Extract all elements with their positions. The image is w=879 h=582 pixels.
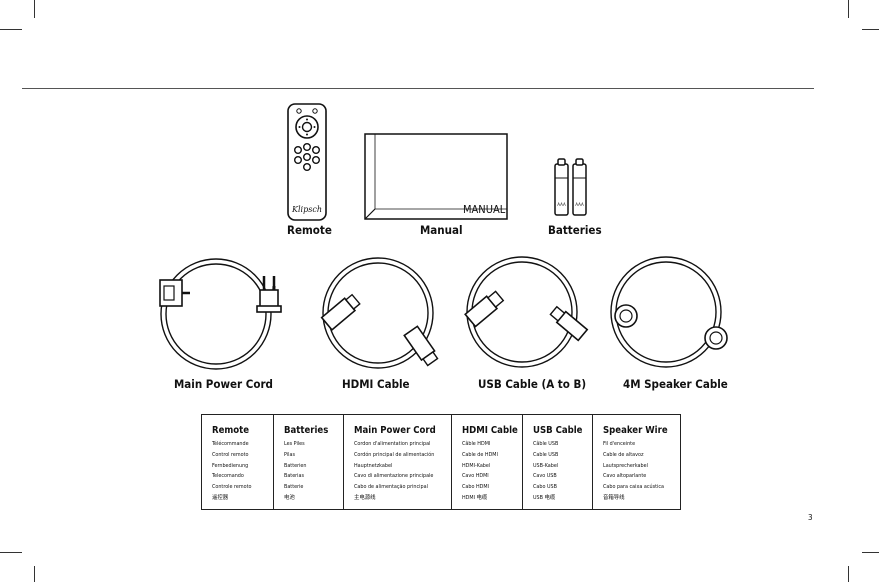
translation-item: Hauptnetzkabel — [354, 462, 393, 469]
header-rule — [22, 88, 814, 89]
translation-item: Cavo di alimentazione principale — [354, 473, 434, 480]
table-column-hdmi-cable: HDMI Cable Câble HDMI Cable de HDMI HDMI… — [452, 415, 523, 509]
translation-item: 音箱导线 — [603, 494, 625, 501]
column-title: Remote — [212, 425, 250, 436]
translation-item: Cable USB — [533, 451, 559, 458]
translation-item: Cavo altoparlante — [603, 473, 647, 480]
translation-table: Remote Télécommande Control remoto Fernb… — [201, 414, 681, 510]
translation-item: 遥控器 — [212, 494, 229, 501]
hdmi-cable-illustration — [320, 257, 439, 369]
translation-item: Batterie — [284, 484, 304, 491]
translation-item: Télécommande — [212, 441, 249, 447]
speaker-cable-illustration — [610, 256, 728, 368]
translation-item: Cabo de alimentação principal — [354, 484, 428, 491]
translation-item: Cordón principal de alimentación — [354, 451, 435, 458]
column-title: Batteries — [284, 425, 329, 436]
crop-mark-bottom-right-v — [848, 566, 849, 582]
translation-item: Batterien — [284, 462, 307, 469]
translation-item: USB 电缆 — [533, 494, 556, 501]
translation-item: Cable de HDMI — [462, 451, 498, 458]
translation-item: Cabo USB — [533, 484, 557, 491]
translation-item: 电池 — [284, 494, 295, 501]
translation-item: Controle remoto — [212, 484, 252, 491]
crop-mark-bottom-left-h — [0, 552, 22, 553]
table-column-speaker-wire: Speaker Wire Fil d'enceinte Cable de alt… — [593, 415, 680, 509]
translation-item: Cavo HDMI — [462, 473, 489, 480]
translation-item: USB-Kabel — [533, 462, 559, 469]
translation-item: Baterias — [284, 473, 305, 480]
translation-item: Lautsprecherkabel — [603, 462, 648, 469]
svg-text:AAA: AAA — [557, 202, 566, 207]
translation-item: Les Piles — [284, 441, 305, 447]
translation-item: Cavo USB — [533, 473, 557, 480]
translation-item: Cable de altavoz — [603, 451, 644, 458]
manual-illustration — [364, 133, 508, 220]
svg-text:AAA: AAA — [575, 202, 584, 207]
power-cord-illustration — [159, 258, 282, 370]
translation-item: 主电源线 — [354, 494, 376, 501]
translation-item: Fernbedienung — [212, 462, 249, 469]
crop-mark-top-right-h — [862, 29, 879, 30]
translation-item: Cordon d'alimentation principal — [354, 441, 431, 447]
column-title: HDMI Cable — [462, 425, 518, 436]
crop-mark-top-left-v — [34, 0, 35, 18]
table-column-batteries: Batteries Les Piles Pilas Batterien Bate… — [274, 415, 344, 509]
translation-item: HDMI-Kabel — [462, 462, 491, 469]
translation-item: Control remoto — [212, 451, 249, 458]
page-number: 3 — [808, 513, 813, 522]
crop-mark-bottom-right-h — [862, 552, 879, 553]
translation-item: HDMI 电缆 — [462, 494, 488, 501]
power-cord-caption: Main Power Cord — [174, 377, 273, 391]
translation-item: Fil d'enceinte — [603, 441, 636, 447]
batteries-illustration: AAA AAA — [554, 158, 587, 216]
table-column-usb-cable: USB Cable Câble USB Cable USB USB-Kabel … — [523, 415, 593, 509]
translation-item: Telecomando — [212, 473, 244, 480]
translation-item: Cabo para caixa acústica — [603, 484, 664, 491]
translation-item: Cabo HDMI — [462, 484, 489, 491]
usb-cable-illustration — [464, 256, 589, 368]
translation-item: Câble HDMI — [462, 441, 491, 447]
column-title: USB Cable — [533, 425, 583, 436]
crop-mark-top-right-v — [848, 0, 849, 18]
batteries-caption: Batteries — [548, 223, 602, 237]
column-title: Speaker Wire — [603, 425, 668, 436]
usb-cable-caption: USB Cable (A to B) — [478, 377, 587, 391]
remote-caption: Remote — [287, 223, 332, 237]
translation-item: Pilas — [284, 451, 295, 458]
crop-mark-top-left-h — [0, 29, 22, 30]
table-column-main-power-cord: Main Power Cord Cordon d'alimentation pr… — [344, 415, 452, 509]
translation-item: Câble USB — [533, 441, 559, 447]
crop-mark-bottom-left-v — [34, 566, 35, 582]
svg-text:Klipsch: Klipsch — [291, 205, 322, 214]
column-title: Main Power Cord — [354, 425, 436, 436]
remote-illustration: Klipsch — [287, 103, 327, 221]
speaker-cable-caption: 4M Speaker Cable — [623, 377, 728, 391]
manual-caption: Manual — [420, 223, 463, 237]
hdmi-cable-caption: HDMI Cable — [342, 377, 410, 391]
manual-cover-text: MANUAL — [463, 203, 506, 216]
table-column-remote: Remote Télécommande Control remoto Fernb… — [202, 415, 274, 509]
